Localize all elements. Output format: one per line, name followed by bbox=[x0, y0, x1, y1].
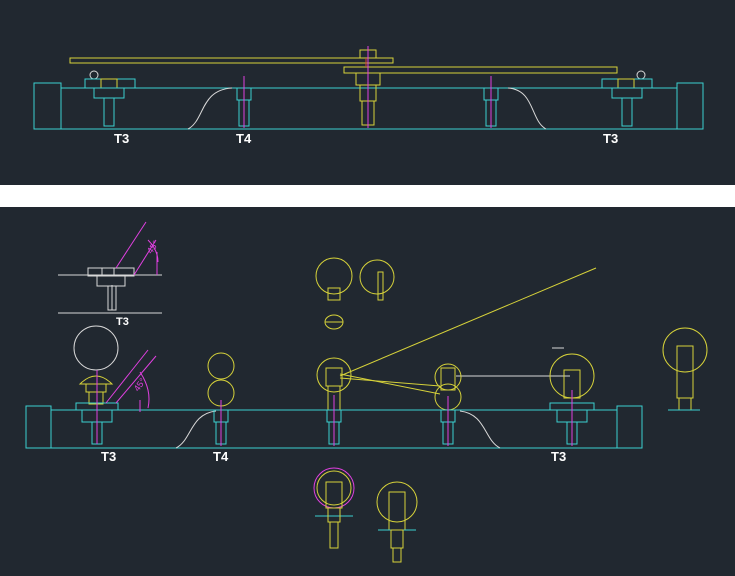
base-plate bbox=[33, 82, 704, 130]
top-view-panel: T3 T4 T3 bbox=[0, 0, 735, 185]
left-clamp bbox=[84, 70, 136, 127]
label-t4: T4 bbox=[236, 131, 252, 146]
label-t3-left: T3 bbox=[114, 131, 129, 146]
label-t3-left: T3 bbox=[101, 449, 116, 464]
right-pin bbox=[483, 76, 499, 128]
label-t3-right: T3 bbox=[603, 131, 618, 146]
bottom-view-drawing: 45° T3 45° bbox=[25, 221, 708, 563]
t4-pin bbox=[236, 76, 252, 128]
bottom-part-right bbox=[376, 481, 418, 563]
label-t3-right: T3 bbox=[551, 449, 566, 464]
label-t4: T4 bbox=[213, 449, 229, 464]
right-clamp-assembly bbox=[549, 347, 595, 446]
right-clamp bbox=[601, 70, 653, 127]
angle-label-bottom: 45° bbox=[132, 376, 148, 393]
right-pin-assembly bbox=[434, 363, 462, 446]
left-clamp-assembly: 45° bbox=[73, 325, 157, 445]
bottom-view-panel: 45° T3 45° bbox=[0, 207, 735, 576]
top-bars bbox=[69, 57, 618, 74]
top-view-drawing: T3 T4 T3 bbox=[33, 46, 704, 146]
pocket-cutout bbox=[187, 87, 547, 130]
bottom-part-left bbox=[313, 467, 355, 549]
t4-assembly bbox=[207, 352, 235, 446]
detail-label-t3: T3 bbox=[116, 316, 129, 328]
angle-label-top: 45° bbox=[145, 238, 161, 255]
center-bolt bbox=[355, 46, 381, 128]
side-view-part bbox=[662, 327, 708, 411]
center-assembly bbox=[315, 257, 597, 446]
clamp-detail: 45° T3 bbox=[58, 221, 162, 328]
